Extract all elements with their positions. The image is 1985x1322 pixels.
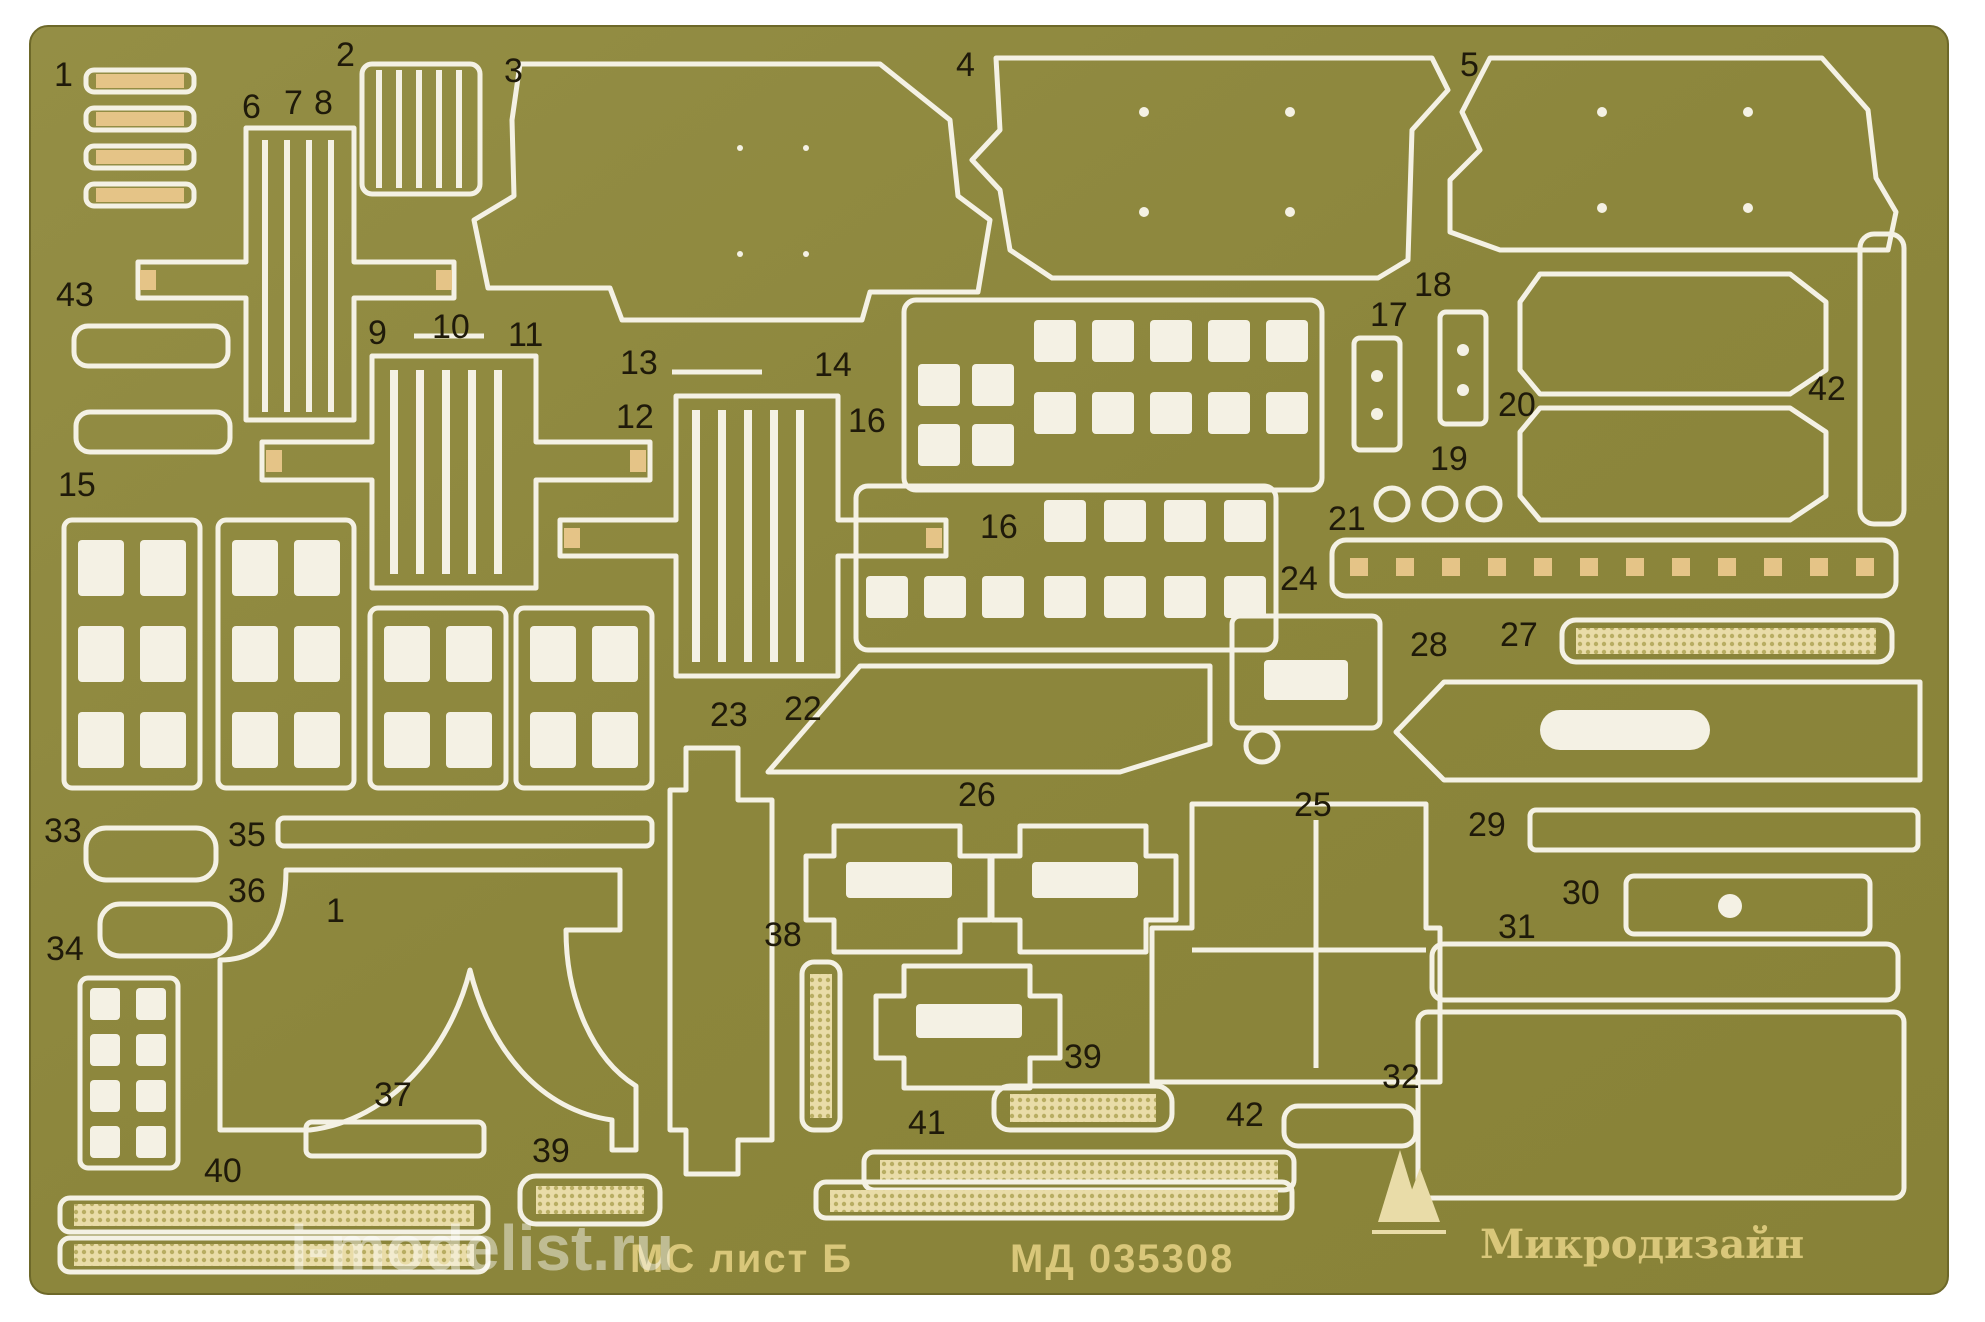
- part-37-bar: [303, 1119, 487, 1159]
- sheet-label: МС лист Б: [630, 1237, 853, 1281]
- part-16-lower-grid: [853, 483, 1279, 653]
- part-number-20: 20: [1498, 386, 1536, 424]
- part-41-mesh-bar: [813, 1149, 1297, 1221]
- part-number-38: 38: [764, 916, 802, 954]
- part-number-8: 8: [314, 84, 333, 122]
- part-number-10: 10: [432, 308, 470, 346]
- part-28-box: [1229, 613, 1383, 765]
- brand-name: Микродизайн: [1480, 1221, 1804, 1268]
- part-4-plate: [969, 55, 1451, 281]
- part-27-strap: [1559, 617, 1895, 665]
- part-6-8-cross: [135, 125, 457, 423]
- part-number-9: 9: [368, 314, 387, 352]
- part-number-36: 36: [228, 872, 266, 910]
- part-39-straps: [517, 1083, 1175, 1227]
- part-number-11: 11: [508, 316, 543, 354]
- part-16-upper-grid: [901, 297, 1325, 493]
- part-35-bar: [275, 815, 655, 849]
- part-number-3: 3: [504, 52, 523, 90]
- part-number-35: 35: [228, 816, 266, 854]
- part-number-16b: 16: [980, 508, 1018, 546]
- part-number-26: 26: [958, 776, 996, 814]
- part-number-43: 43: [56, 276, 94, 314]
- part-3-holes: [737, 145, 809, 257]
- part-number-17: 17: [1370, 296, 1408, 334]
- part-15-windows: [78, 540, 638, 768]
- part-number-28: 28: [1410, 626, 1448, 664]
- watermark: i-modelist.ru: [290, 1212, 674, 1284]
- part-number-24: 24: [1280, 560, 1318, 598]
- mark-1: 1: [326, 892, 345, 930]
- part-12-23-cross: [557, 369, 949, 679]
- part-number-7: 7: [284, 84, 303, 122]
- part-number-31: 31: [1498, 908, 1536, 946]
- part-25-plates: [1149, 801, 1443, 1085]
- part-40-bars: [57, 1195, 491, 1275]
- part-24-hooks: [1329, 537, 1899, 599]
- part-17-plate: [1351, 335, 1403, 453]
- part-number-39a: 39: [532, 1132, 570, 1170]
- part-number-40: 40: [204, 1152, 242, 1190]
- brass-sheet: [29, 25, 1949, 1295]
- part-1-links: [83, 67, 197, 209]
- part-5-holes: [1597, 107, 1753, 213]
- part-3-plate: [471, 61, 993, 323]
- part-2-grille: [359, 61, 483, 197]
- part-number-5: 5: [1460, 46, 1479, 84]
- part-36-curved: [217, 867, 639, 1153]
- part-number-30: 30: [1562, 874, 1600, 912]
- part-43-chains: [71, 323, 233, 455]
- part-number-18: 18: [1414, 266, 1452, 304]
- part-number-34: 34: [46, 930, 84, 968]
- part-33-triangles: [83, 825, 233, 959]
- part-number-4: 4: [956, 46, 975, 84]
- part-31-strip: [1429, 941, 1901, 1003]
- part-30-bar: [1623, 873, 1873, 937]
- slotted-bar: [1393, 679, 1923, 783]
- part-number-41: 41: [908, 1104, 946, 1142]
- part-9-11-cross: [259, 333, 653, 591]
- part-number-39b: 39: [1064, 1038, 1102, 1076]
- part-42-chain: [1857, 231, 1907, 527]
- left-small-grid: [77, 975, 181, 1171]
- part-number-22: 22: [784, 690, 822, 728]
- part-18-plate: [1437, 309, 1489, 427]
- part-number-42a: 42: [1808, 370, 1846, 408]
- part-number-1: 1: [54, 56, 73, 94]
- part-number-15: 15: [58, 466, 96, 504]
- part-15-frames: [61, 517, 655, 791]
- part-5-plate: [1447, 55, 1899, 253]
- part-42-small-chain: [1281, 1103, 1419, 1149]
- part-number-23: 23: [710, 696, 748, 734]
- part-number-16a: 16: [848, 402, 886, 440]
- part-number-13: 13: [620, 344, 658, 382]
- part-number-12: 12: [616, 398, 654, 436]
- part-number-29: 29: [1468, 806, 1506, 844]
- part-number-2: 2: [336, 36, 355, 74]
- part-4-holes: [1139, 107, 1295, 217]
- part-number-27: 27: [1500, 616, 1538, 654]
- part-number-25: 25: [1294, 786, 1332, 824]
- part-number-19: 19: [1430, 440, 1468, 478]
- part-20-plates: [1517, 271, 1829, 523]
- part-number-14: 14: [814, 346, 852, 384]
- maker-logo: [1372, 1150, 1446, 1234]
- part-29-bar: [1527, 807, 1921, 853]
- part-23-plate: [765, 663, 1213, 775]
- part-number-21: 21: [1328, 500, 1366, 538]
- part-26-plates: [803, 823, 1179, 1091]
- part-number-32: 32: [1382, 1058, 1420, 1096]
- large-plate: [1415, 1009, 1907, 1201]
- part-number-42b: 42: [1226, 1096, 1264, 1134]
- product-code: МД 035308: [1010, 1237, 1234, 1281]
- part-38-column: [667, 745, 843, 1177]
- part-21-washers: [1373, 485, 1503, 523]
- part-number-33: 33: [44, 812, 82, 850]
- part-number-6: 6: [242, 88, 261, 126]
- part-number-37: 37: [374, 1076, 412, 1114]
